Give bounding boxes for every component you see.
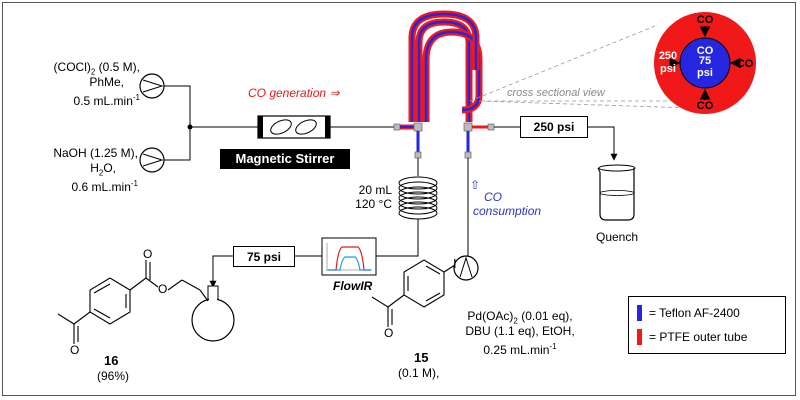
compound-16-atom-o-ketone: O	[70, 343, 80, 357]
reagent-bottom-line3: 0.6 mL.min-1	[71, 179, 138, 194]
compound-16-atom-o-carbonyl: O	[143, 247, 153, 261]
co-label-right: CO	[736, 58, 754, 70]
quench-label: Quench	[596, 230, 639, 244]
fitting-left-tee	[413, 122, 423, 132]
co-consumption-arrow: ⇧	[470, 178, 481, 192]
compound-15-number: 15	[414, 350, 429, 365]
outer-pressure-value: 250	[658, 50, 678, 62]
flowir-cell	[321, 237, 377, 276]
stirred-mixer	[257, 115, 331, 139]
pump-top	[139, 73, 165, 99]
line-pump-top	[164, 85, 191, 127]
fitting-outer-exit	[487, 123, 495, 131]
compound-15-atom-i: I	[453, 256, 457, 271]
catalyst-line2: DBU (1.1 eq), EtOH,	[465, 324, 575, 338]
compound-16-number: 16	[104, 353, 119, 368]
collection-flask	[191, 285, 235, 342]
co-consumption-line1: CO	[484, 190, 502, 204]
co-generation-label: CO generation ⇒	[248, 86, 340, 100]
compound-15-atom-o: O	[384, 326, 394, 340]
cross-section-view-label: cross sectional view	[507, 87, 605, 99]
compound-15-concentration: (0.1 M),	[398, 366, 440, 380]
compound-16-structure	[57, 260, 209, 344]
flowir-label: FlowIR	[333, 279, 373, 293]
fitting-inner-left	[414, 151, 422, 159]
legend-swatch-blue	[637, 305, 642, 321]
legend: = Teflon AF-2400 = PTFE outer tube	[628, 296, 786, 354]
fitting-inner-right	[464, 151, 472, 159]
reagent-top-line1: (COCl)2 (0.5 M),	[53, 60, 140, 77]
catalyst-line1: Pd(OAc)2 (0.01 eq),	[467, 309, 573, 326]
tube-in-tube-reactor	[408, 10, 483, 122]
bpr-75-psi: 75 psi	[233, 246, 295, 267]
reagent-top-line3: 0.5 mL.min-1	[73, 93, 140, 108]
bpr-250-psi: 250 psi	[520, 116, 588, 138]
coil-volume-label: 20 mL	[358, 183, 392, 197]
co-label-bottom: CO	[696, 100, 714, 112]
compound-15-structure	[371, 259, 456, 327]
magnetic-stirrer-label: Magnetic Stirrer	[220, 149, 350, 169]
inner-pressure-value: 75	[698, 55, 712, 67]
reagent-bottom-line2: H2O,	[90, 161, 116, 178]
outer-pressure-unit: psi	[660, 63, 676, 75]
reagent-top-line2: PhMe,	[89, 75, 124, 89]
fitting-right-tee	[463, 122, 473, 132]
inner-pressure-unit: psi	[697, 67, 713, 79]
heated-coil	[398, 176, 438, 220]
compound-16-yield: (96%)	[97, 369, 130, 383]
diagram-border	[2, 2, 796, 396]
legend-swatch-red	[637, 329, 642, 345]
pump-substrate	[453, 255, 479, 281]
coil-temp-label: 120 °C	[355, 197, 392, 211]
pump-bottom	[139, 147, 165, 173]
compound-16-atom-o-ester: O	[158, 282, 168, 296]
line-pump-bottom	[164, 127, 191, 161]
co-consumption-line2: consumption	[473, 204, 542, 218]
reagent-bottom-line1: NaOH (1.25 M),	[53, 146, 138, 160]
fitting-left-inlet	[393, 123, 401, 131]
quench-beaker	[597, 164, 636, 221]
co-label-inner-top: CO	[696, 45, 714, 57]
cross-section-diagram	[654, 12, 756, 114]
co-label-top: CO	[696, 14, 714, 26]
catalyst-line3: 0.25 mL.min-1	[483, 342, 557, 357]
